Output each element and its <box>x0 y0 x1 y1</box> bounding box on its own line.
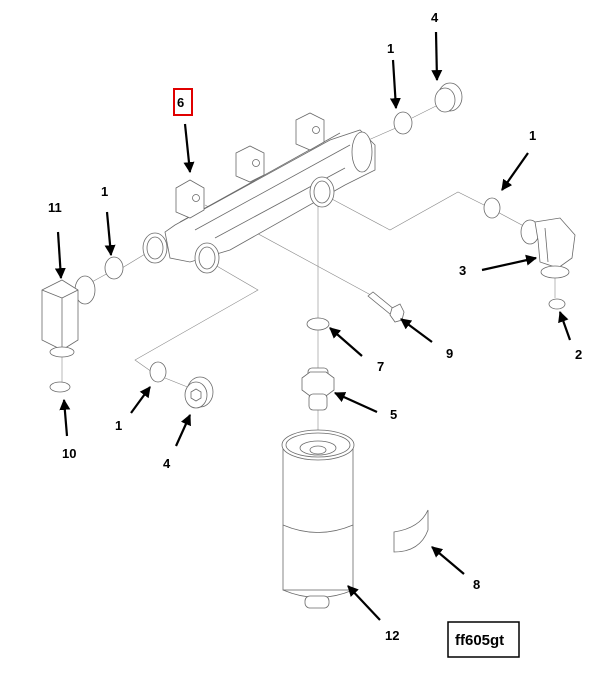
callout-1-top[interactable]: 1 <box>387 41 394 56</box>
callout-3[interactable]: 3 <box>459 263 466 278</box>
callout-4-bottom[interactable]: 4 <box>163 456 171 471</box>
callout-1-right[interactable]: 1 <box>529 128 536 143</box>
nipple-adapter[interactable] <box>301 367 335 411</box>
callout-8[interactable]: 8 <box>473 577 480 592</box>
callout-9[interactable]: 9 <box>446 346 453 361</box>
callout-2[interactable]: 2 <box>575 347 582 362</box>
plug-top[interactable] <box>434 82 463 113</box>
callout-4-top[interactable]: 4 <box>431 10 439 25</box>
o-ring-sensor-bottom[interactable] <box>49 381 71 393</box>
plug-hex[interactable] <box>184 376 214 409</box>
callout-7[interactable]: 7 <box>377 359 384 374</box>
elbow-fitting[interactable] <box>520 217 576 279</box>
callout-1-bottom-left[interactable]: 1 <box>115 418 122 433</box>
callout-10[interactable]: 10 <box>62 446 76 461</box>
callout-5[interactable]: 5 <box>390 407 397 422</box>
o-ring-bottom-left[interactable] <box>149 361 167 383</box>
o-ring-top[interactable] <box>393 111 413 135</box>
callout-6[interactable]: 6 <box>177 95 184 110</box>
callout-1-left[interactable]: 1 <box>101 184 108 199</box>
highlight-box <box>173 88 193 116</box>
o-ring-left[interactable] <box>104 256 124 280</box>
o-ring-right[interactable] <box>483 197 501 219</box>
label-sticker[interactable] <box>393 509 429 553</box>
elbow-sensor[interactable] <box>41 275 96 358</box>
fuel-manifold[interactable] <box>142 112 376 274</box>
o-ring-filter[interactable] <box>306 317 330 331</box>
o-ring-elbow-bottom[interactable] <box>548 298 566 310</box>
bolt[interactable] <box>367 291 405 323</box>
callout-arrows <box>54 31 572 621</box>
callout-12[interactable]: 12 <box>385 628 399 643</box>
fuel-filter[interactable] <box>281 429 355 609</box>
reference-code: ff605gt <box>455 632 504 649</box>
reference-code-box <box>447 621 520 658</box>
callout-11[interactable]: 11 <box>48 200 62 215</box>
